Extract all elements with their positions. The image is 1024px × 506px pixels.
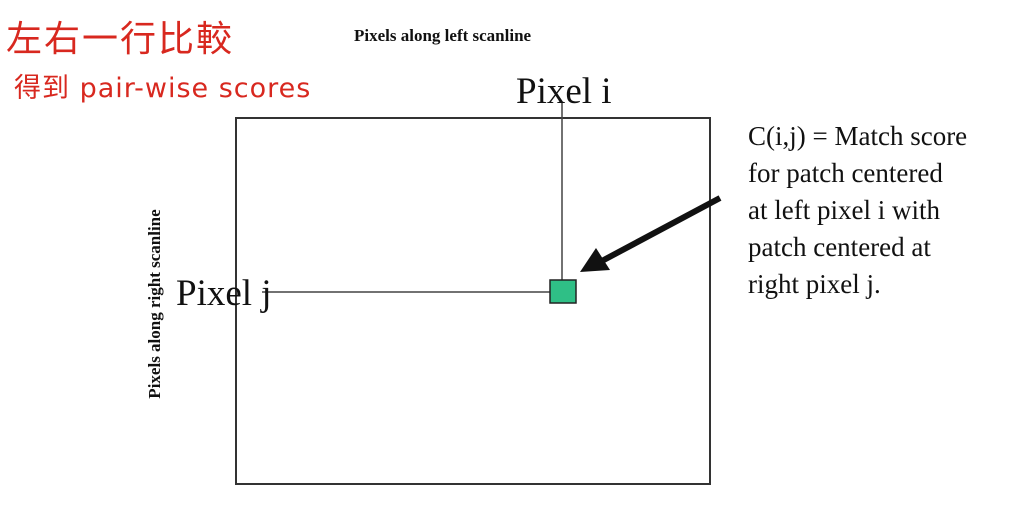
description-line: for patch centered: [748, 158, 943, 188]
description-line: patch centered at: [748, 232, 931, 262]
handwritten-note-line2: 得到 pair-wise scores: [14, 73, 312, 104]
pixel-i-label: Pixel i: [516, 71, 612, 112]
handwritten-note-line1: 左右一行比較: [6, 19, 235, 60]
description-line: right pixel j.: [748, 269, 881, 299]
pointer-arrow: [580, 195, 722, 272]
description-line: at left pixel i with: [748, 195, 940, 225]
match-cell: [549, 279, 577, 304]
description-line: C(i,j) = Match score: [748, 121, 968, 151]
score-matrix-frame: [235, 117, 711, 485]
side-axis-label: Pixels along right scanline: [145, 209, 164, 399]
pixel-j-label: Pixel j: [176, 273, 272, 314]
match-score-description: C(i,j) = Match score for patch centered …: [748, 118, 967, 303]
top-axis-label: Pixels along left scanline: [354, 26, 532, 45]
